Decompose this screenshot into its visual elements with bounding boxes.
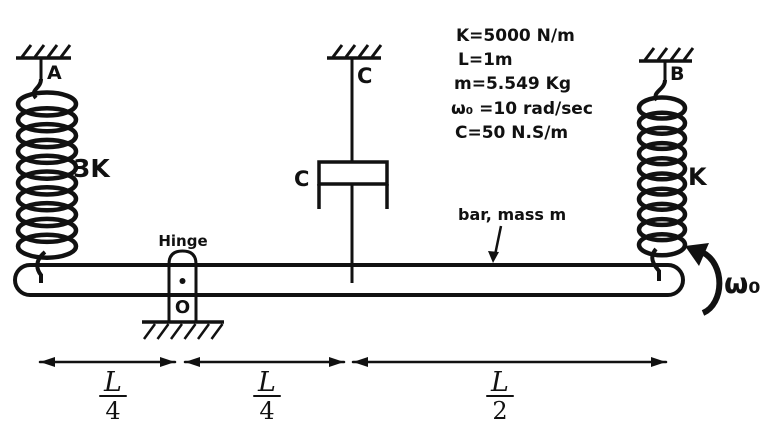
hatch-mark [370,44,383,58]
left-spring-label: 3K [73,154,111,183]
fixed-support-b: B [639,47,695,85]
hatch-mark [169,323,184,340]
support-b-hatching-icon [643,47,695,61]
rotation-arrowhead-icon [685,243,709,266]
parameters-block: K=5000 N/m L=1m m=5.549 Kg ω₀ =10 rad/se… [451,26,593,143]
hatch-mark [669,47,682,61]
left-spring-bottom-hook [35,250,47,283]
hinge-post-icon [167,249,198,322]
left-spring-coil-icon [15,90,79,260]
spring-loop [636,95,688,121]
dimension-fraction-1: L 4 [99,367,127,425]
spring-loop [15,137,79,166]
hatch-mark [357,44,370,58]
right-spring: K [636,79,708,258]
dim3-numerator: L [490,367,509,398]
dim3-denominator: 2 [492,397,507,425]
fixed-support-a: A [16,44,72,84]
support-b-label: B [670,63,684,85]
support-c-label: C [357,64,372,88]
spring-loop [15,200,79,229]
dim1-numerator: L [103,367,122,398]
spring-loop [15,216,79,245]
parameter-line: L=1m [458,50,513,70]
hatch-mark [156,323,170,340]
bar-mass-callout: bar, mass m [458,205,566,263]
hatch-mark [183,323,197,340]
pivot-dot-icon [179,278,186,284]
hatch-mark [142,323,157,340]
dim1-denominator: 4 [105,397,120,425]
dim1-left-arrowhead-icon [40,357,55,367]
left-spring: 3K [15,78,111,260]
hatch-mark [59,44,72,58]
hatch-mark [196,323,211,340]
spring-loop [636,140,688,167]
parameter-line: ω₀ =10 rad/sec [451,99,593,119]
parameter-line: m=5.549 Kg [454,74,571,94]
dimension-fraction-3: L 2 [486,367,514,425]
spring-loop [636,156,688,182]
right-spring-label: K [688,163,708,191]
hatch-mark [656,47,669,61]
spring-loop [636,201,688,228]
support-a-label: A [47,62,62,84]
bar [13,263,685,297]
dim2-denominator: 4 [259,397,274,425]
spring-loop [636,125,688,152]
dim3-right-arrowhead-icon [651,357,666,367]
hatch-mark [643,47,656,61]
hatch-mark [210,323,224,340]
spring-loop [15,169,79,197]
bar-mass-arrowhead-icon [488,251,499,263]
right-spring-coil-icon [636,95,688,258]
parameter-line: C=50 N.S/m [455,123,568,143]
hatch-mark [331,44,344,58]
hatch-mark [682,47,695,61]
damper-piston-icon [317,160,389,186]
ground-hatching-icon [142,323,224,340]
damper: C [294,58,389,209]
spring-loop [636,186,688,212]
dimension-lines: L 4 L 4 L 2 [38,357,668,425]
spring-loop [636,216,688,243]
spring-loop [15,185,79,213]
parameter-line: K=5000 N/m [456,26,575,46]
angular-velocity-label: ω₀ [724,267,761,300]
bar-mass-arrow-line [493,225,503,256]
spring-loop [15,90,79,118]
hatch-mark [20,44,33,58]
damper-label: C [294,167,309,191]
spring-loop [636,110,688,136]
hatch-mark [46,44,59,58]
spring-loop [15,121,79,150]
hinge-label: Hinge [158,232,207,250]
dim2-numerator: L [257,367,276,398]
dim2-left-arrowhead-icon [185,357,200,367]
hatch-mark [344,44,357,58]
support-a-hatching-icon [20,44,72,58]
pivot-label: O [175,297,190,318]
angular-velocity-annotation: ω₀ [685,243,761,316]
rotation-arrow-arc-icon [700,249,723,316]
right-spring-bottom-hook [650,247,661,281]
spring-loop [636,232,688,258]
support-c-hatching-icon [331,44,383,58]
dimension-fraction-2: L 4 [253,367,281,425]
spring-loop [636,171,688,197]
hinge: Hinge O [142,232,224,340]
bar-mass-label: bar, mass m [458,205,566,224]
spring-loop [15,153,79,181]
hatch-mark [33,44,46,58]
fixed-support-c: C [327,44,383,88]
spring-loop [15,106,79,134]
dim3-left-arrowhead-icon [353,357,368,367]
dim2-right-arrowhead-icon [329,357,344,367]
dim1-right-arrowhead-icon [160,357,175,367]
left-spring-top-hook [31,78,43,100]
spring-loop [15,232,79,260]
